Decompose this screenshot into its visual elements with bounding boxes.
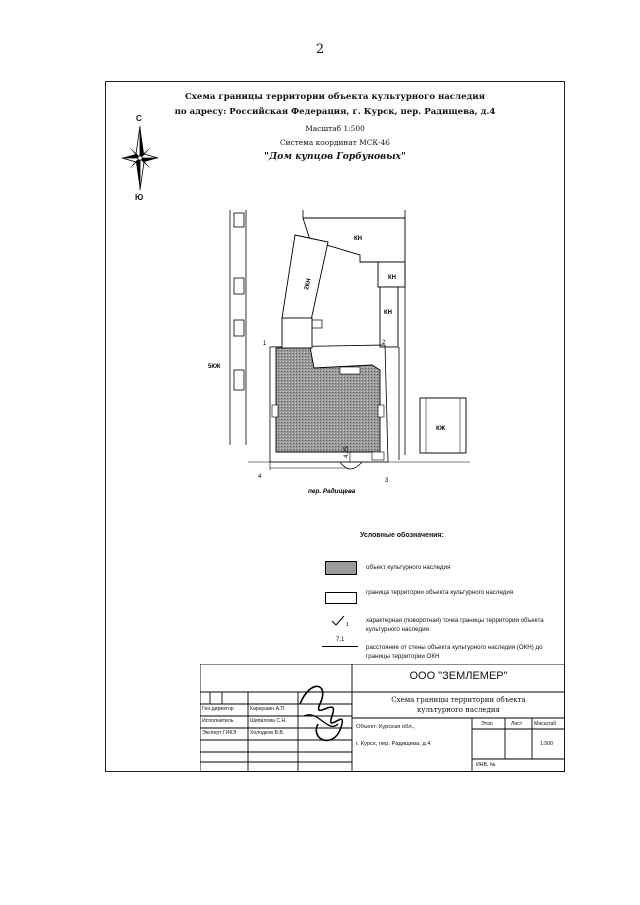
legend-item-turning-point: характерная (поворотная) точка границы т… — [366, 617, 544, 633]
stamp-name-2: Шипилова С.Н. — [250, 718, 287, 724]
point-2: 2 — [382, 340, 386, 346]
heritage-building — [275, 346, 381, 453]
legend-item-boundary: граница территории объекта культурного н… — [366, 589, 514, 596]
building-kn-small — [379, 286, 399, 348]
stamp-scale-value: 1:500 — [540, 741, 553, 747]
label-kn-right: КН — [388, 275, 396, 281]
stamp-role-3: Эксперт ГИКЭ — [202, 730, 237, 736]
stamp-col-sheet: Лист — [511, 721, 523, 727]
point-3: 3 — [385, 478, 389, 484]
coord-system-label: Система координат МСК-46 — [279, 138, 391, 147]
stamp-doc-title-2: культурного наследия — [417, 706, 500, 714]
street-label: пер. Радищева — [308, 487, 356, 495]
stamp-col-scale: Масштаб — [534, 721, 557, 727]
building-2kn — [281, 234, 329, 326]
stamp-inv: ИНВ. № — [476, 762, 496, 768]
site-plan: 5КЖ КН 2КН КН КН 4,25 1 2 3 4 КЖ пер. Ра… — [208, 210, 470, 495]
left-neighbour-building — [229, 210, 247, 445]
compass-rose-icon — [121, 125, 159, 191]
label-5kzh: 5КЖ — [208, 364, 221, 370]
title-line-2: по адресу: Российская Федерация, г. Курс… — [174, 107, 496, 117]
label-kzh: КЖ — [436, 426, 446, 432]
stamp-role-1: Ген.директор — [202, 706, 234, 712]
object-name: "Дом купцов Горбуновых" — [264, 151, 406, 162]
drawing-frame — [105, 81, 565, 772]
page-number: 2 — [315, 42, 325, 57]
label-2kn: 2КН — [304, 278, 312, 290]
legend-distance-line — [322, 646, 358, 647]
point-4: 4 — [258, 474, 262, 480]
compass-south-label: Ю — [135, 193, 144, 202]
label-dimension: 4,25 — [344, 446, 350, 458]
stamp-object-line-1: Объект: Курская обл., — [356, 724, 415, 730]
title-block-grid — [200, 664, 565, 772]
legend-item-distance: расстояние от стены объекта культурного … — [366, 644, 543, 660]
title-line-1: Схема границы территории объекта культур… — [184, 92, 486, 102]
stamp-name-3: Холодков В.В. — [250, 730, 285, 736]
stamp-object-line-2: г. Курск, пер. Радищева, д.4 — [356, 741, 431, 747]
signature — [299, 685, 344, 742]
legend-point-icon: 1 — [331, 615, 349, 628]
legend-title: Условные обозначения: — [360, 532, 444, 539]
stamp-company: ООО "ЗЕМЛЕМЕР" — [409, 670, 508, 682]
scale-label: Масштаб 1:500 — [305, 124, 365, 133]
legend-hatch-swatch — [325, 561, 357, 575]
label-kn-small: КН — [384, 310, 392, 316]
point-1: 1 — [263, 341, 267, 347]
legend-boundary-swatch — [325, 592, 357, 604]
legend-item-heritage-object: объект культурного наследия — [366, 564, 451, 571]
label-kn-top: КН — [354, 236, 362, 242]
stamp-role-2: Исполнитель — [202, 718, 234, 724]
building-kzh — [419, 397, 467, 454]
stamp-col-stage: Этап — [481, 721, 493, 727]
stamp-name-1: Караушин А.П. — [250, 706, 286, 712]
compass-north-label: С — [136, 114, 142, 123]
legend-distance-symbol: 7,1 — [336, 637, 345, 643]
svg-text:1: 1 — [346, 622, 349, 628]
stamp-doc-title-1: Схема границы территории объекта — [391, 696, 526, 704]
